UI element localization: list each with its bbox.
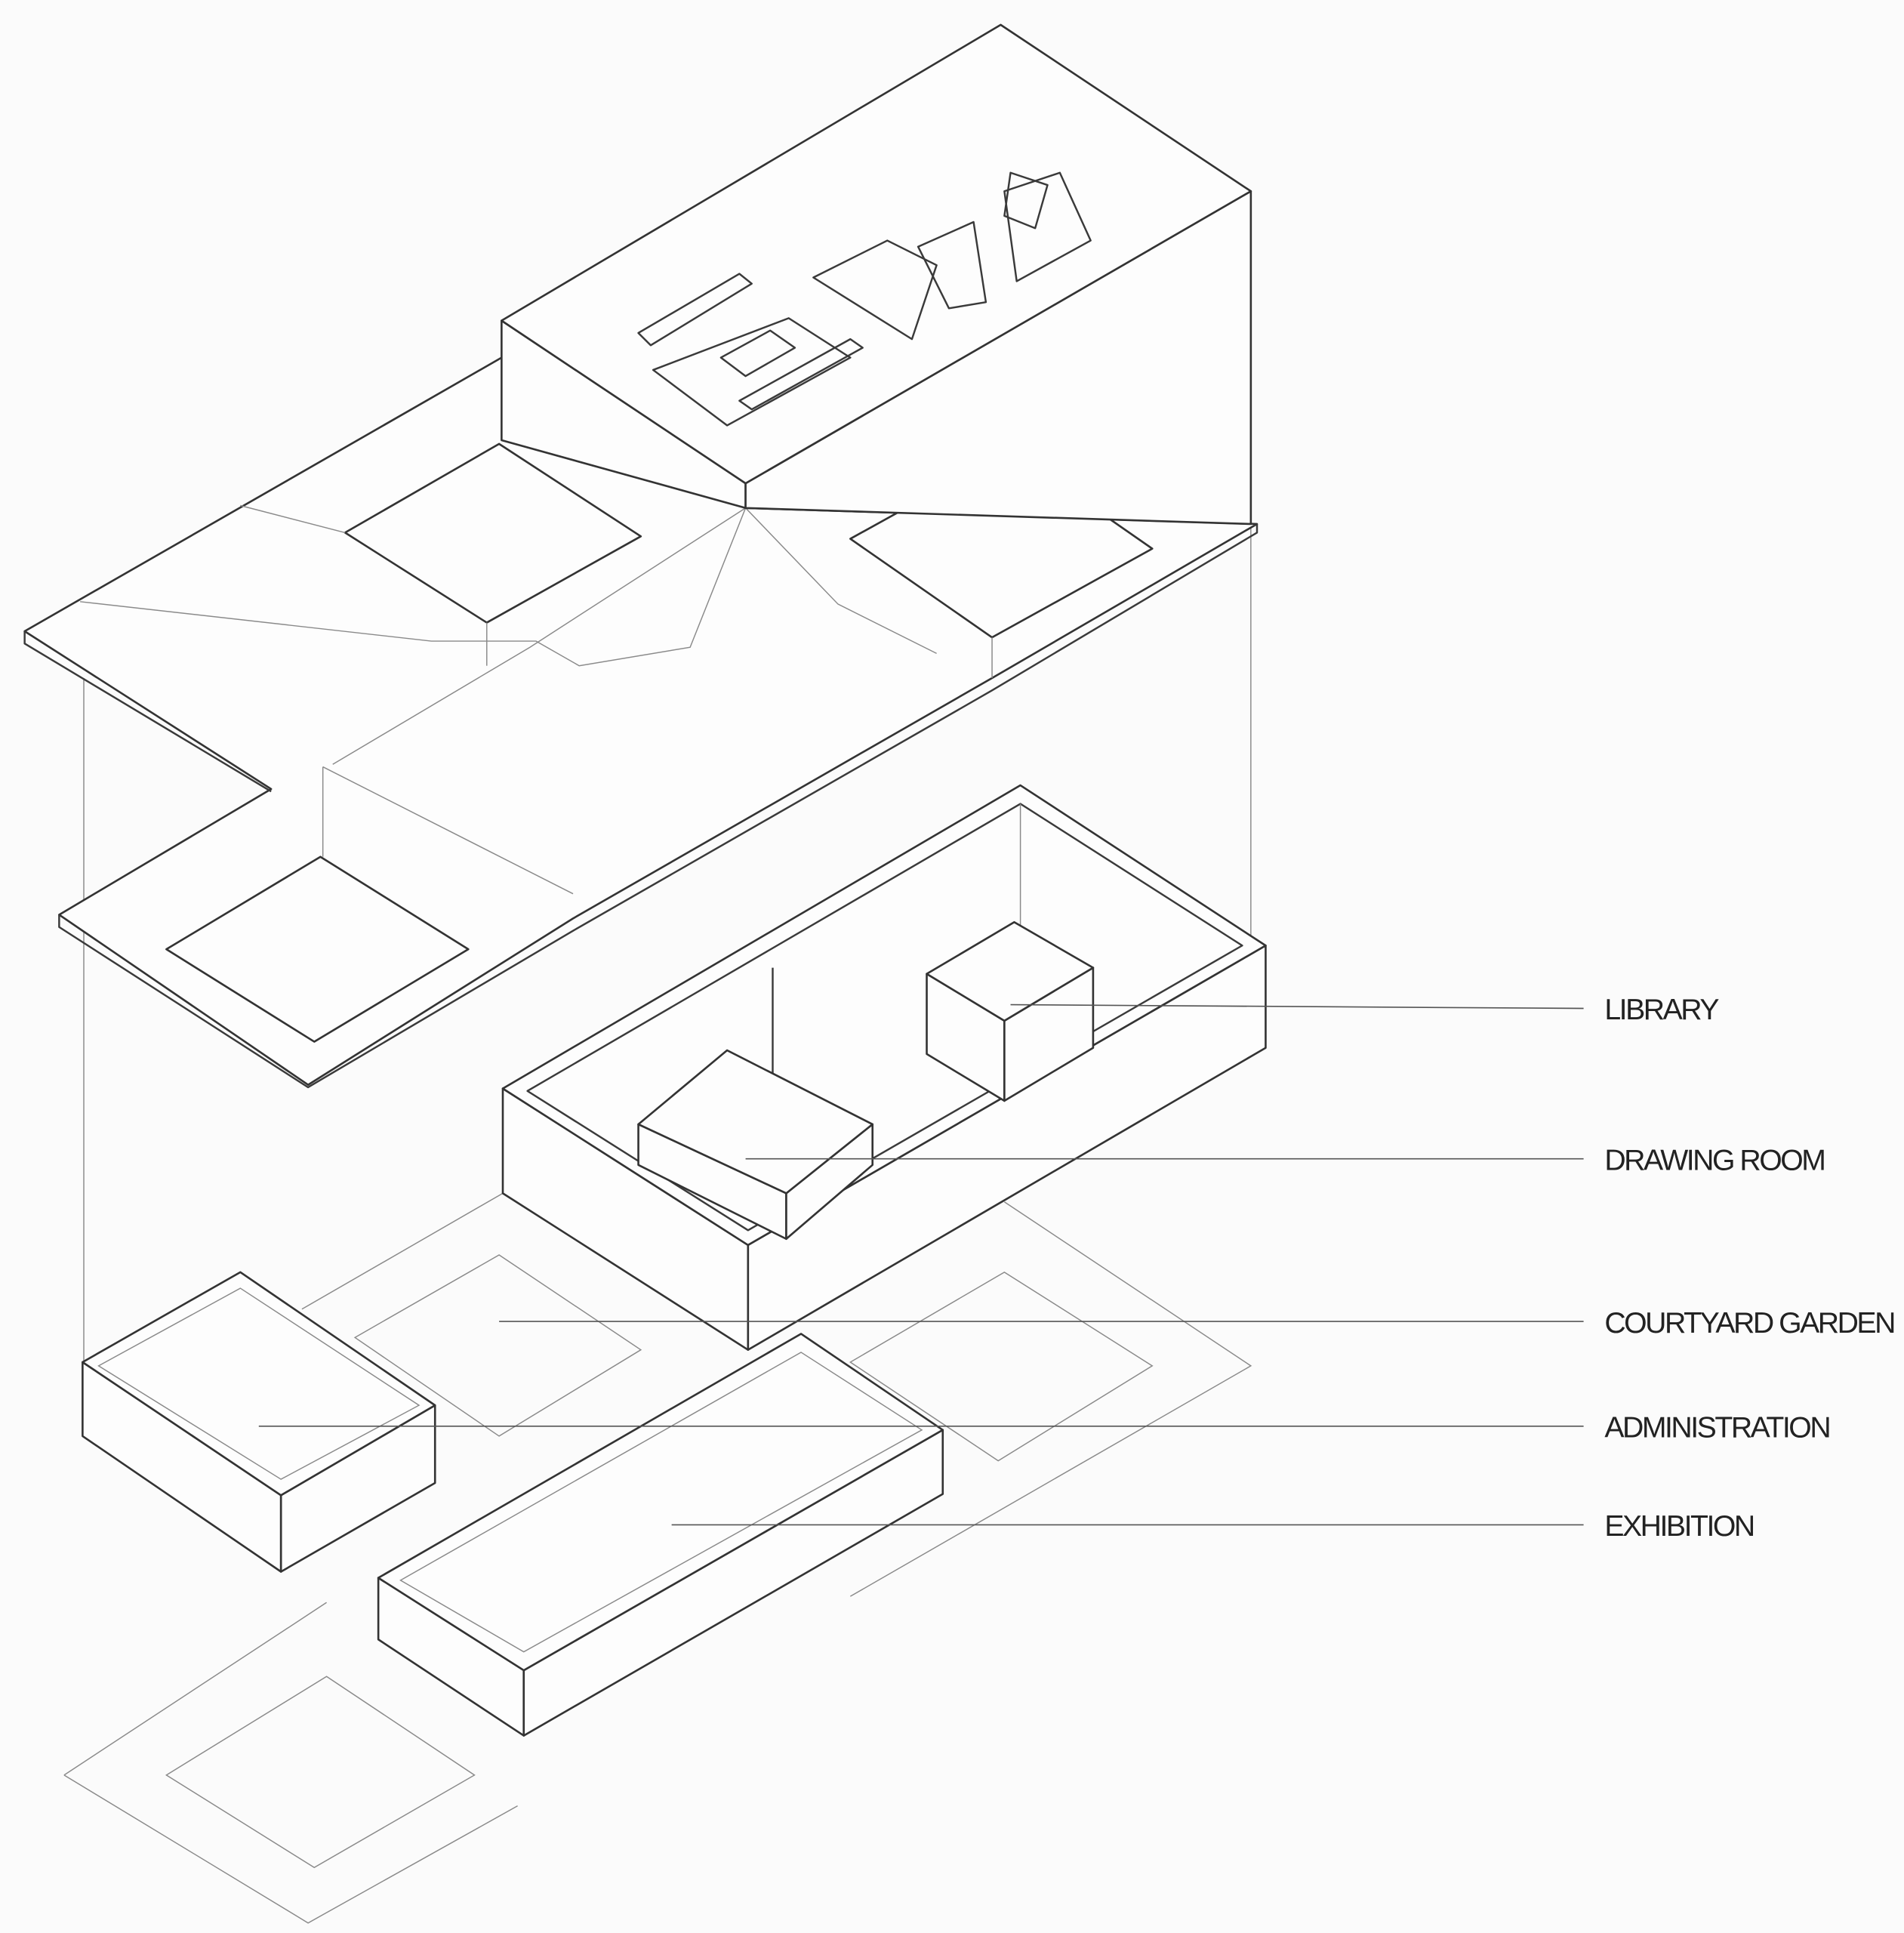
label-drawing-room: DRAWING ROOM [1604, 1144, 1824, 1176]
label-courtyard-garden: COURTYARD GARDEN [1604, 1307, 1894, 1340]
drawing-room-cube [637, 1049, 874, 1241]
void-lower-1 [165, 856, 470, 1043]
library-cube [926, 920, 1095, 1102]
roof-block [501, 23, 1252, 526]
label-exhibition: EXHIBITION [1604, 1510, 1754, 1543]
label-administration: ADMINISTRATION [1604, 1412, 1829, 1444]
courtyard-garden-plot-3 [165, 1676, 476, 1869]
site-outline [63, 1192, 1252, 1924]
library-drawing-room-volume [501, 784, 1267, 1351]
courtyard-garden-plot-2 [849, 1271, 1154, 1462]
roof-logo [637, 171, 1092, 427]
courtyard-garden-plot-1 [353, 1254, 642, 1437]
administration-volume [82, 1271, 436, 1573]
void-upper-1 [344, 442, 642, 624]
leader-library [1010, 1003, 1584, 1010]
label-library: LIBRARY [1604, 994, 1719, 1026]
exhibition-volume [377, 1333, 944, 1737]
upper-floor-level [23, 356, 1259, 1089]
